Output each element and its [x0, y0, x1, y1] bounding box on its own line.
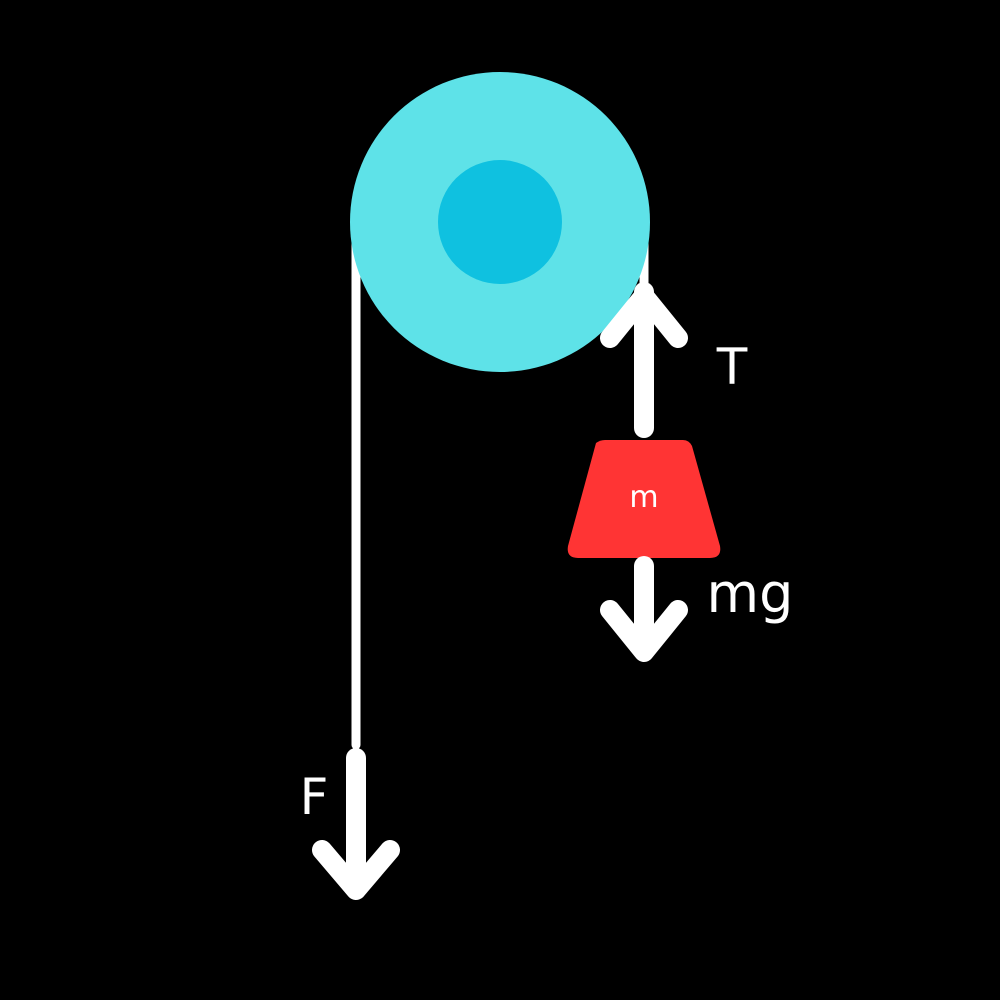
weight-arrow	[600, 556, 688, 662]
weight-label: mg	[707, 562, 794, 625]
mass-shape	[567, 440, 721, 558]
mass-block: m	[567, 440, 721, 558]
tension-arrow	[600, 282, 688, 438]
arrow-up-icon	[600, 286, 688, 348]
tension-label: T	[716, 338, 748, 396]
force-label: F	[300, 768, 329, 826]
mass-label: m	[629, 480, 658, 515]
pulley-hub	[438, 160, 562, 284]
arrow-down-icon	[312, 840, 400, 900]
applied-force-arrow	[312, 748, 400, 900]
pulley-wheel-icon	[350, 72, 650, 372]
arrow-down-icon	[600, 600, 688, 662]
